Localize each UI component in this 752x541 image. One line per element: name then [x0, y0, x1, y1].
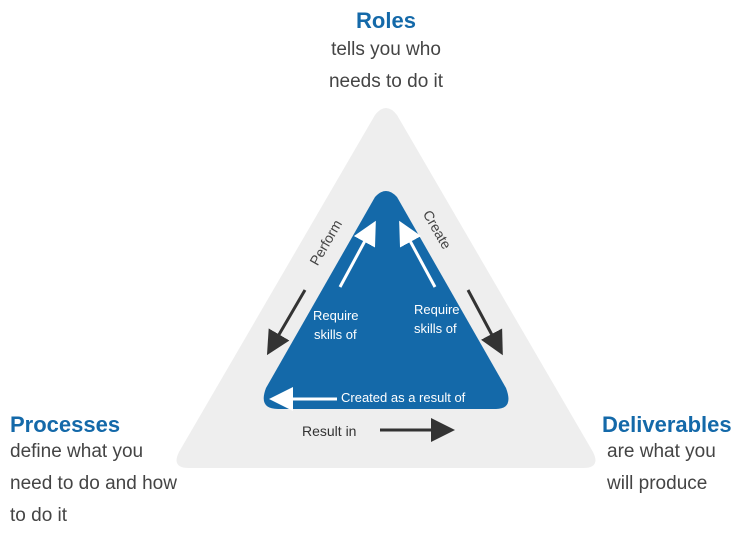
created-as-result-label: Created as a result of: [341, 390, 466, 405]
processes-description: define what you need to do and how to do…: [10, 436, 177, 532]
processes-title: Processes: [10, 412, 121, 437]
right-require-arrow: [399, 220, 437, 288]
left-require-line-2: skills of: [314, 327, 357, 342]
roles-title: Roles: [356, 8, 416, 33]
inner-triangle: [263, 191, 509, 409]
processes-line-1: define what you: [10, 441, 144, 462]
right-require-line-1: Require: [414, 302, 460, 317]
roles-description: tells you who needs to do it: [0, 34, 752, 98]
roles-line-1: tells you who: [331, 39, 441, 60]
processes-line-2: need to do and how: [10, 473, 177, 494]
create-arrow: [466, 289, 503, 356]
roles-line-2: needs to do it: [328, 71, 444, 92]
perform-arrow: [266, 289, 307, 356]
deliverables-title: Deliverables: [602, 412, 732, 437]
left-require-line-1: Require: [313, 308, 359, 323]
result-in-label: Result in: [302, 423, 356, 439]
right-require-line-2: skills of: [414, 321, 457, 336]
left-require-arrow: [338, 220, 376, 288]
deliverables-line-1: are what you: [607, 441, 716, 462]
deliverables-description: are what you will produce: [607, 436, 716, 500]
processes-line-3: to do it: [10, 505, 68, 526]
deliverables-line-2: will produce: [607, 473, 708, 494]
